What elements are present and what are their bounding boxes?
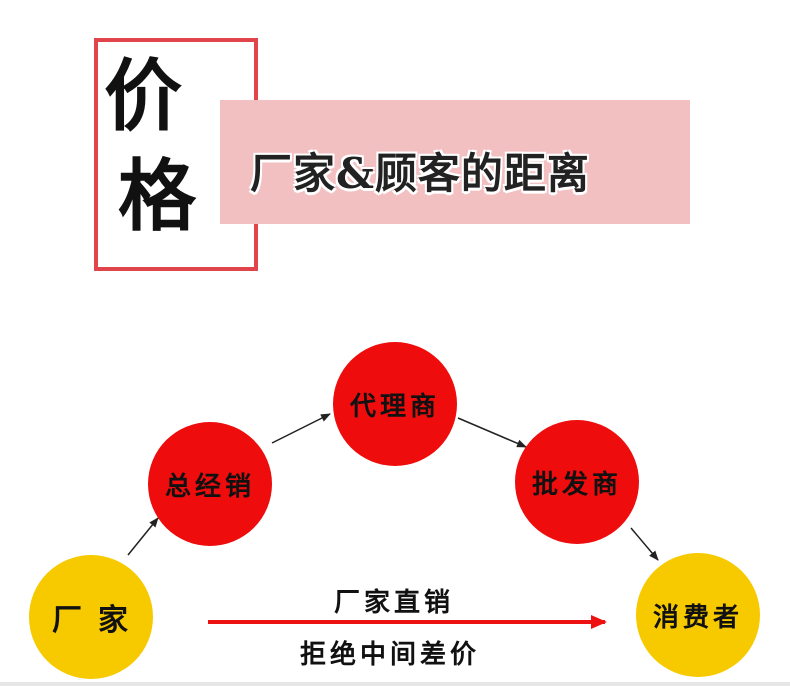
title-char-price: 价	[104, 51, 183, 142]
node-general-distributor-label: 总经销	[164, 471, 255, 502]
bottom-divider	[0, 682, 790, 686]
node-general-distributor: 总经销	[148, 422, 272, 546]
node-wholesaler: 批发商	[515, 420, 639, 544]
arrow-general-to-agent	[271, 413, 331, 444]
no-middleman-label: 拒绝中间差价	[300, 640, 481, 670]
node-consumer: 消费者	[636, 553, 760, 677]
node-factory-label: 厂家	[52, 603, 144, 638]
arrow-factory-to-general	[127, 517, 159, 556]
direct-sale-label: 厂家直销	[334, 588, 455, 618]
arrow-wholesale-to-consumer	[630, 527, 659, 561]
node-consumer-label: 消费者	[652, 602, 743, 633]
subtitle-band	[220, 100, 690, 224]
subtitle-text: 厂家&顾客的距离	[250, 149, 590, 198]
arrow-agent-to-wholesale	[457, 417, 527, 448]
title-char-grid: 格	[118, 151, 197, 242]
node-agent: 代理商	[333, 342, 457, 466]
node-agent-label: 代理商	[349, 391, 440, 422]
node-wholesaler-label: 批发商	[531, 469, 622, 500]
node-factory: 厂家	[29, 555, 153, 679]
